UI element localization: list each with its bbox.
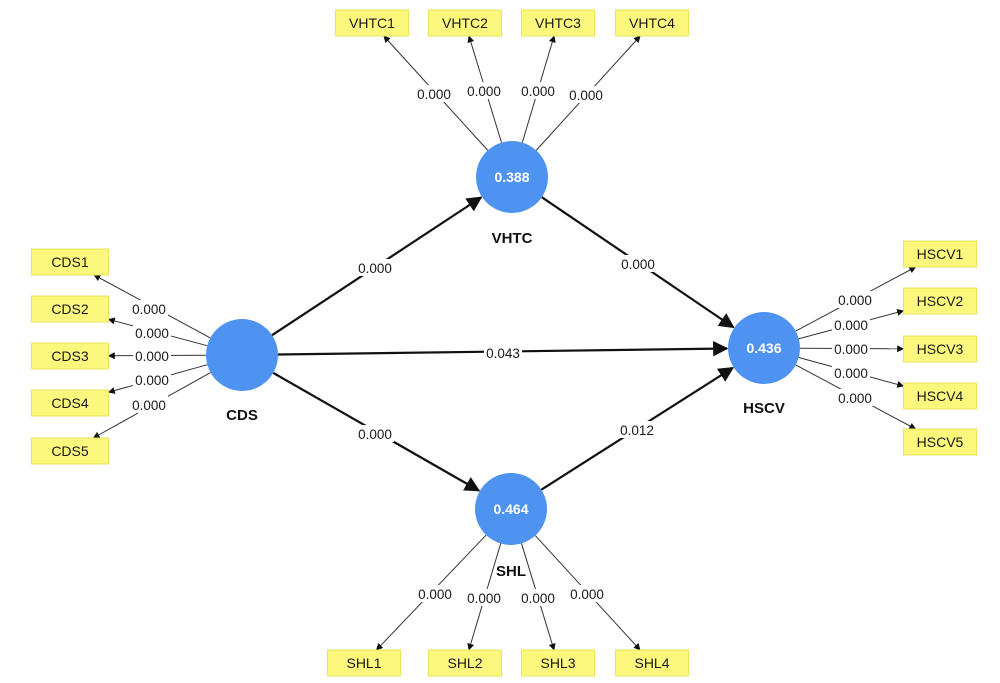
svg-text:CDS2: CDS2 <box>51 301 89 317</box>
svg-text:HSCV1: HSCV1 <box>917 246 964 262</box>
indicator-vhtc1[interactable]: VHTC1 <box>335 9 409 37</box>
indicator-cds4[interactable]: CDS4 <box>31 389 109 417</box>
svg-text:CDS4: CDS4 <box>51 395 89 411</box>
svg-text:SHL1: SHL1 <box>346 655 381 671</box>
indicator-shl2[interactable]: SHL2 <box>428 649 502 677</box>
svg-text:HSCV2: HSCV2 <box>917 293 964 309</box>
svg-text:VHTC4: VHTC4 <box>629 15 675 31</box>
loading-value-vhtc1: 0.000 <box>415 85 453 102</box>
loading-value-hscv1: 0.000 <box>836 291 874 308</box>
indicator-vhtc2[interactable]: VHTC2 <box>428 9 502 37</box>
svg-text:0.000: 0.000 <box>838 391 872 406</box>
svg-text:CDS1: CDS1 <box>51 254 89 270</box>
construct-name-hscv: HSCV <box>743 400 785 417</box>
indicator-hscv3[interactable]: HSCV3 <box>903 335 977 363</box>
svg-text:CDS3: CDS3 <box>51 348 89 364</box>
construct-r2-hscv: 0.436 <box>746 340 781 356</box>
svg-text:VHTC1: VHTC1 <box>349 15 395 31</box>
svg-text:HSCV5: HSCV5 <box>917 434 964 450</box>
svg-text:0.000: 0.000 <box>135 326 169 341</box>
loading-value-shl2: 0.000 <box>465 589 503 606</box>
path-value-vhtc-hscv: 0.000 <box>619 255 657 272</box>
svg-text:0.000: 0.000 <box>358 261 392 276</box>
svg-text:0.000: 0.000 <box>358 427 392 442</box>
svg-text:VHTC2: VHTC2 <box>442 15 488 31</box>
path-value-shl-hscv: 0.012 <box>618 421 656 438</box>
loading-value-cds2: 0.000 <box>133 324 171 341</box>
indicator-vhtc3[interactable]: VHTC3 <box>521 9 595 37</box>
construct-r2-vhtc: 0.388 <box>494 169 529 185</box>
loading-value-shl4: 0.000 <box>568 585 606 602</box>
construct-name-shl: SHL <box>496 563 526 580</box>
svg-text:0.000: 0.000 <box>418 587 452 602</box>
svg-text:0.043: 0.043 <box>486 346 520 361</box>
construct-name-vhtc: VHTC <box>492 230 533 247</box>
svg-text:0.000: 0.000 <box>132 302 166 317</box>
svg-text:SHL4: SHL4 <box>634 655 669 671</box>
svg-text:SHL3: SHL3 <box>540 655 575 671</box>
svg-text:0.000: 0.000 <box>467 84 501 99</box>
loading-value-cds5: 0.000 <box>130 396 168 413</box>
indicator-hscv4[interactable]: HSCV4 <box>903 382 977 410</box>
loading-value-shl3: 0.000 <box>519 589 557 606</box>
loading-value-hscv3: 0.000 <box>832 340 870 357</box>
svg-text:0.000: 0.000 <box>569 88 603 103</box>
indicator-shl3[interactable]: SHL3 <box>521 649 595 677</box>
loading-value-hscv5: 0.000 <box>836 389 874 406</box>
svg-text:0.000: 0.000 <box>132 398 166 413</box>
svg-text:VHTC3: VHTC3 <box>535 15 581 31</box>
indicator-vhtc4[interactable]: VHTC4 <box>615 9 689 37</box>
loading-value-vhtc4: 0.000 <box>567 86 605 103</box>
indicator-cds5[interactable]: CDS5 <box>31 437 109 465</box>
svg-text:0.000: 0.000 <box>834 318 868 333</box>
svg-text:0.000: 0.000 <box>521 84 555 99</box>
indicator-hscv2[interactable]: HSCV2 <box>903 287 977 315</box>
loading-value-shl1: 0.000 <box>416 585 454 602</box>
svg-text:0.000: 0.000 <box>467 591 501 606</box>
loading-value-cds3: 0.000 <box>133 347 171 364</box>
loading-value-cds4: 0.000 <box>133 371 171 388</box>
svg-text:0.000: 0.000 <box>417 87 451 102</box>
indicator-shl4[interactable]: SHL4 <box>615 649 689 677</box>
indicator-hscv5[interactable]: HSCV5 <box>903 428 977 456</box>
svg-text:0.000: 0.000 <box>135 349 169 364</box>
svg-text:0.000: 0.000 <box>570 587 604 602</box>
svg-text:0.000: 0.000 <box>621 257 655 272</box>
path-value-cds-vhtc: 0.000 <box>356 259 394 276</box>
loading-value-vhtc3: 0.000 <box>519 82 557 99</box>
svg-text:CDS5: CDS5 <box>51 443 89 459</box>
svg-text:HSCV4: HSCV4 <box>917 388 964 404</box>
svg-text:0.000: 0.000 <box>834 366 868 381</box>
indicator-cds2[interactable]: CDS2 <box>31 295 109 323</box>
svg-text:0.000: 0.000 <box>135 373 169 388</box>
svg-text:SHL2: SHL2 <box>447 655 482 671</box>
construct-name-cds: CDS <box>226 407 258 424</box>
svg-text:0.000: 0.000 <box>834 342 868 357</box>
path-value-cds-hscv: 0.043 <box>484 344 522 361</box>
indicator-shl1[interactable]: SHL1 <box>327 649 401 677</box>
indicator-cds1[interactable]: CDS1 <box>31 248 109 276</box>
loading-value-cds1: 0.000 <box>130 300 168 317</box>
svg-text:HSCV3: HSCV3 <box>917 341 964 357</box>
loading-value-hscv2: 0.000 <box>832 316 870 333</box>
svg-text:0.000: 0.000 <box>521 591 555 606</box>
construct-r2-shl: 0.464 <box>493 501 528 517</box>
indicator-hscv1[interactable]: HSCV1 <box>903 240 977 268</box>
construct-cds[interactable]: CDS <box>206 319 278 424</box>
loading-value-vhtc2: 0.000 <box>465 82 503 99</box>
svg-text:0.012: 0.012 <box>620 423 654 438</box>
indicator-cds3[interactable]: CDS3 <box>31 342 109 370</box>
path-value-cds-shl: 0.000 <box>356 425 394 442</box>
svg-text:0.000: 0.000 <box>838 293 872 308</box>
loading-value-hscv4: 0.000 <box>832 364 870 381</box>
